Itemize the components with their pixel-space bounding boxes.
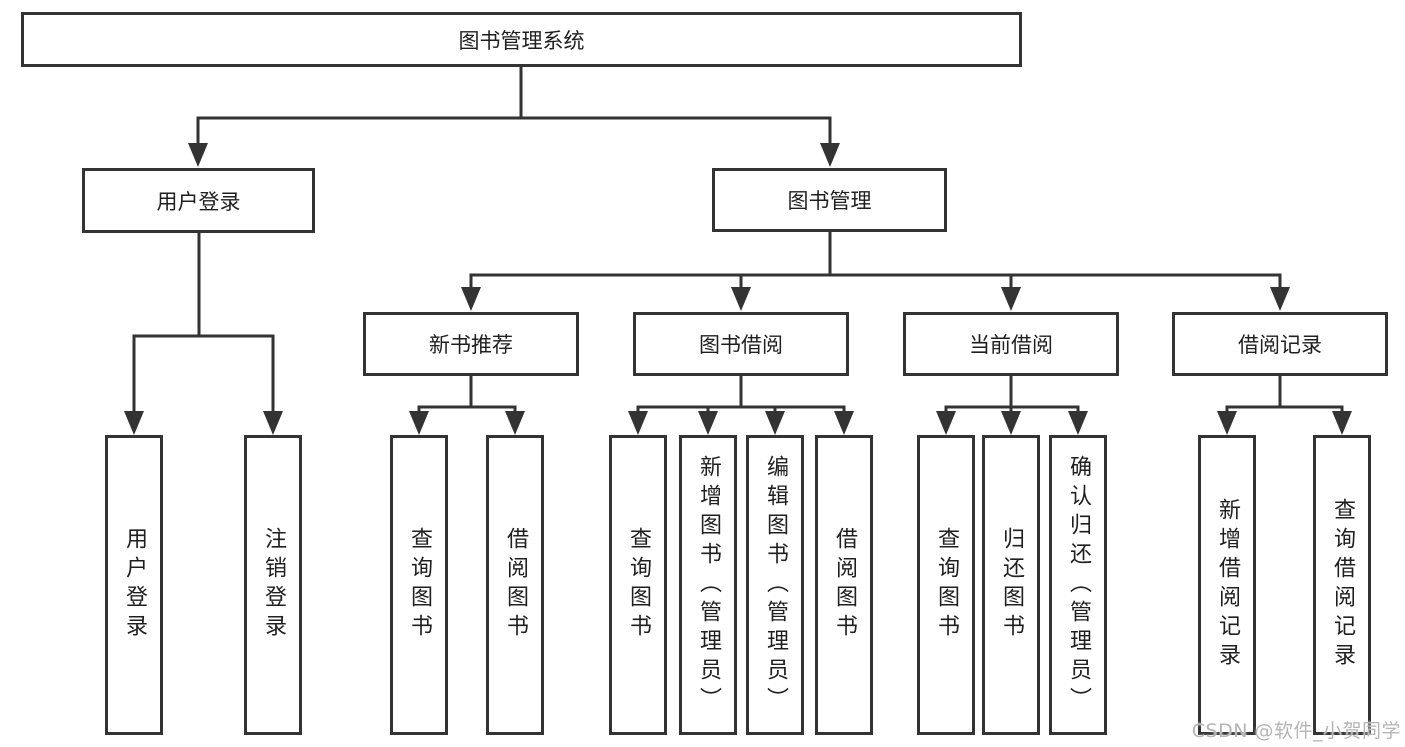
leaf-add-borrow-record: 新增借阅记录 [1198, 435, 1256, 735]
leaf-recommend-borrow-books: 借阅图书 [486, 435, 544, 735]
leaf-add-book-admin: 新增图书（管理员） [679, 435, 737, 735]
leaf-confirm-return-admin: 确认归还（管理员） [1049, 435, 1107, 735]
leaf-user-login: 用户登录 [105, 435, 163, 735]
leaf-return-books: 归还图书 [982, 435, 1040, 735]
node-new-book-recommendation: 新书推荐 [363, 312, 579, 376]
node-book-management: 图书管理 [712, 168, 947, 232]
node-book-borrowing: 图书借阅 [633, 312, 849, 376]
csdn-watermark: CSDN @软件_小贺同学 [1191, 720, 1401, 742]
node-current-borrowing: 当前借阅 [903, 312, 1119, 376]
leaf-recommend-query-books: 查询图书 [390, 435, 448, 735]
leaf-logout: 注销登录 [244, 435, 302, 735]
leaf-edit-book-admin: 编辑图书（管理员） [746, 435, 804, 735]
leaf-query-borrow-record: 查询借阅记录 [1313, 435, 1371, 735]
node-library-system: 图书管理系统 [21, 12, 1022, 67]
leaf-current-query-books: 查询图书 [917, 435, 975, 735]
node-user-login: 用户登录 [82, 168, 315, 233]
leaf-borrowing-borrow-books: 借阅图书 [815, 435, 873, 735]
node-borrowing-records: 借阅记录 [1172, 312, 1388, 376]
leaf-borrowing-query-books: 查询图书 [609, 435, 667, 735]
